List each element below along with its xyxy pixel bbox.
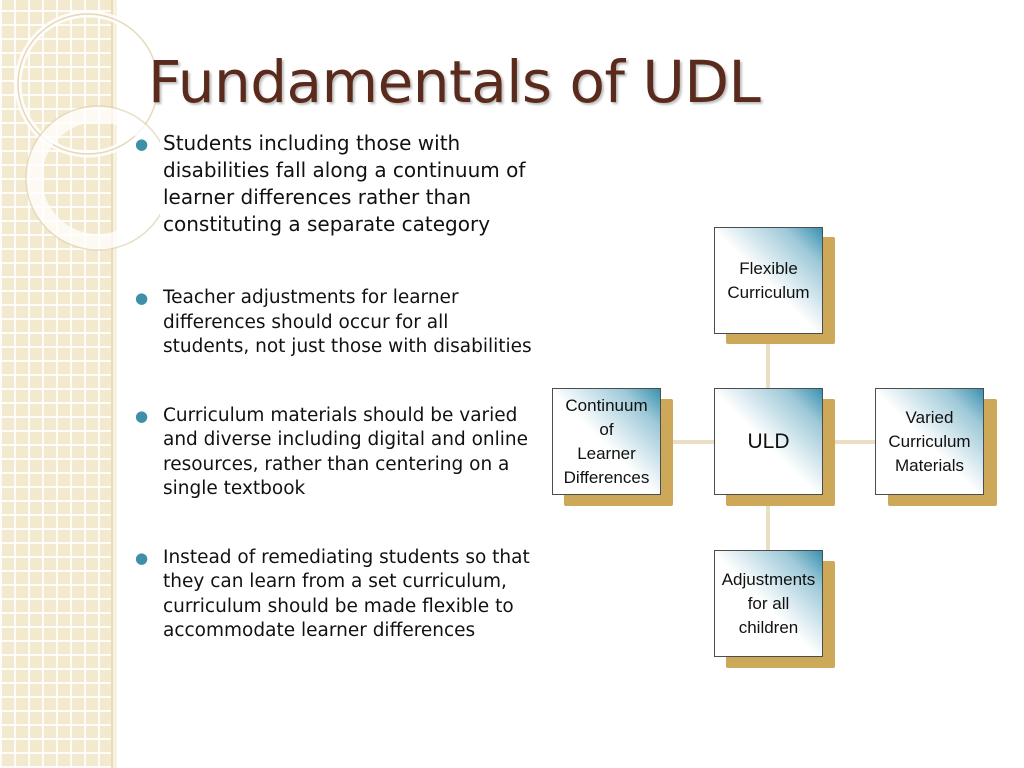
connector-top [766, 332, 770, 388]
node-uld-center: ULD [714, 388, 823, 495]
bullet-list: ● Students including those with disabili… [132, 130, 537, 644]
bullet-icon: ● [135, 406, 149, 425]
node-label: Adjustments for all children [721, 569, 816, 637]
node-label: Varied Curriculum Materials [888, 407, 971, 475]
node-varied-curriculum-materials: Varied Curriculum Materials [875, 388, 984, 495]
node-label: Flexible Curriculum [727, 258, 810, 302]
node-continuum-of-learner-differences: Continuum of Learner Differences [552, 388, 661, 495]
slide-title: Fundamentals of UDL [148, 48, 761, 116]
bullet-text: Students including those with disabiliti… [163, 131, 526, 236]
bullet-text: Teacher adjustments for learner differen… [163, 287, 532, 357]
connector-right [822, 440, 875, 444]
udl-diagram: Flexible Curriculum Continuum of Learner… [550, 225, 1010, 668]
bullet-item: ● Teacher adjustments for learner differ… [132, 286, 537, 360]
band-edge [113, 0, 117, 768]
bullet-icon: ● [135, 548, 149, 567]
bullet-text: Instead of remediating students so that … [163, 546, 530, 642]
connector-bottom [766, 496, 770, 550]
node-flexible-curriculum: Flexible Curriculum [714, 227, 823, 334]
node-label: Continuum of Learner Differences [563, 395, 650, 487]
bullet-item: ● Students including those with disabili… [132, 130, 537, 238]
bullet-icon: ● [135, 135, 149, 153]
bullet-text: Curriculum materials should be varied an… [163, 404, 529, 500]
bullet-item: ● Instead of remediating students so tha… [132, 546, 537, 644]
node-adjustments-for-all-children: Adjustments for all children [714, 550, 823, 657]
bullet-icon: ● [135, 289, 149, 307]
bullet-item: ● Curriculum materials should be varied … [132, 404, 537, 502]
node-label: ULD [747, 429, 790, 453]
connector-left [661, 440, 714, 444]
decorative-left-band [0, 0, 113, 768]
